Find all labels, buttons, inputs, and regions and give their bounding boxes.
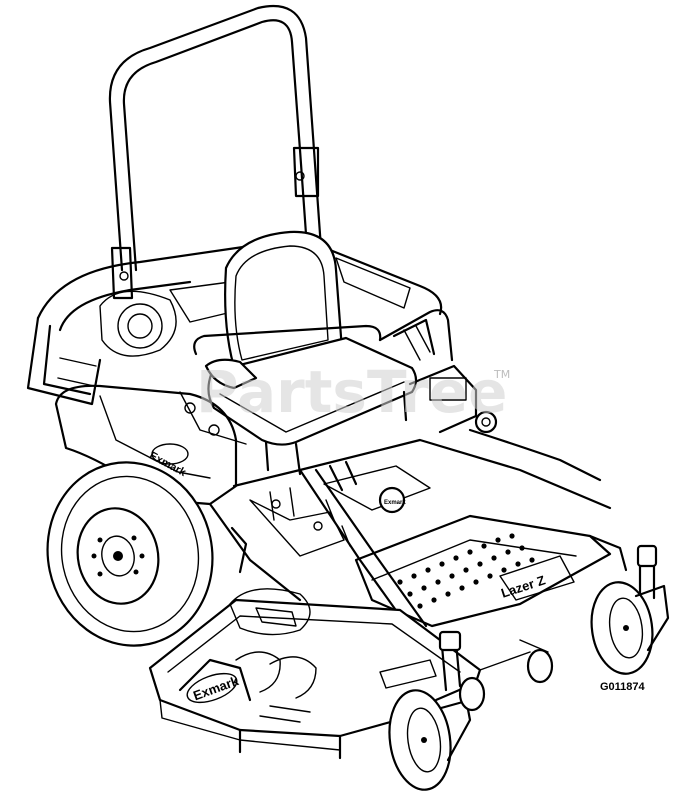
svg-text:TM: TM <box>493 368 510 381</box>
svg-text:PartsTree: PartsTree <box>196 358 507 426</box>
platform-holes <box>397 533 535 609</box>
watermark: PartsTree TM <box>196 358 510 426</box>
rollover-protection-bar <box>108 4 324 300</box>
front-caster-right <box>588 534 670 675</box>
foot-platform: Lazer Z <box>354 514 612 628</box>
rear-drive-tire <box>46 461 214 647</box>
engine-frame <box>26 242 443 406</box>
anti-scalp-rollers <box>458 639 554 712</box>
motion-control-levers <box>193 309 454 362</box>
chassis: Exmark <box>208 438 612 602</box>
right-console <box>408 364 602 482</box>
brand-mark-chassis: Exmark <box>384 500 406 506</box>
figure-id-label: G011874 <box>600 681 646 693</box>
operator-seat <box>204 230 418 476</box>
